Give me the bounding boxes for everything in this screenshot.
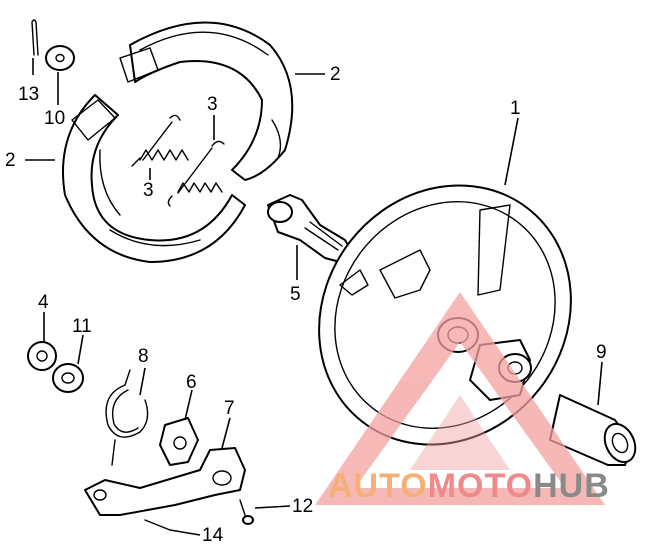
cotter-pin: [31, 19, 39, 56]
brake-shoe-lower: [62, 94, 246, 263]
callout-11: 11: [72, 316, 92, 337]
washer-10: [45, 45, 75, 71]
callout-1: 1: [510, 98, 521, 119]
leader-lines: [25, 58, 603, 536]
callout-9: 9: [596, 342, 607, 363]
callout-2-left: 2: [5, 150, 16, 171]
bolt-12: [239, 499, 254, 525]
spring-lower: [167, 140, 225, 207]
pin-14: [144, 519, 171, 531]
callout-14: 14: [202, 525, 224, 546]
washer-11: [52, 363, 84, 393]
callout-6: 6: [186, 372, 197, 393]
callout-12: 12: [292, 496, 313, 517]
callout-13: 13: [18, 84, 39, 105]
axle-collar: [549, 394, 637, 466]
callout-4: 4: [38, 292, 49, 313]
watermark-triangle-icon: [315, 292, 605, 505]
brake-arm: [84, 447, 246, 516]
washer-4: [27, 341, 57, 371]
brake-cam: [267, 194, 353, 263]
watermark-logo: [315, 292, 605, 505]
spring-upper: [131, 114, 189, 167]
wear-indicator-plate: [159, 417, 199, 466]
callout-5: 5: [290, 284, 301, 305]
callout-7: 7: [224, 398, 235, 419]
watermark-moto: MOTO: [428, 467, 533, 505]
callout-8: 8: [138, 346, 149, 367]
brake-shoe-upper: [119, 21, 294, 181]
return-spring: [105, 369, 149, 466]
callout-3-lower: 3: [143, 180, 154, 201]
watermark-auto: AUTO: [328, 467, 428, 505]
callout-labels: 1 2 2 3 3 4 5 6 7 8 9 10 11 12 13 14: [5, 64, 607, 546]
callout-3-upper: 3: [207, 94, 218, 115]
watermark-hub: HUB: [533, 467, 610, 505]
callout-2-right: 2: [330, 64, 341, 85]
callout-10: 10: [44, 108, 65, 129]
watermark-text: AUTOMOTOHUB: [328, 467, 610, 505]
